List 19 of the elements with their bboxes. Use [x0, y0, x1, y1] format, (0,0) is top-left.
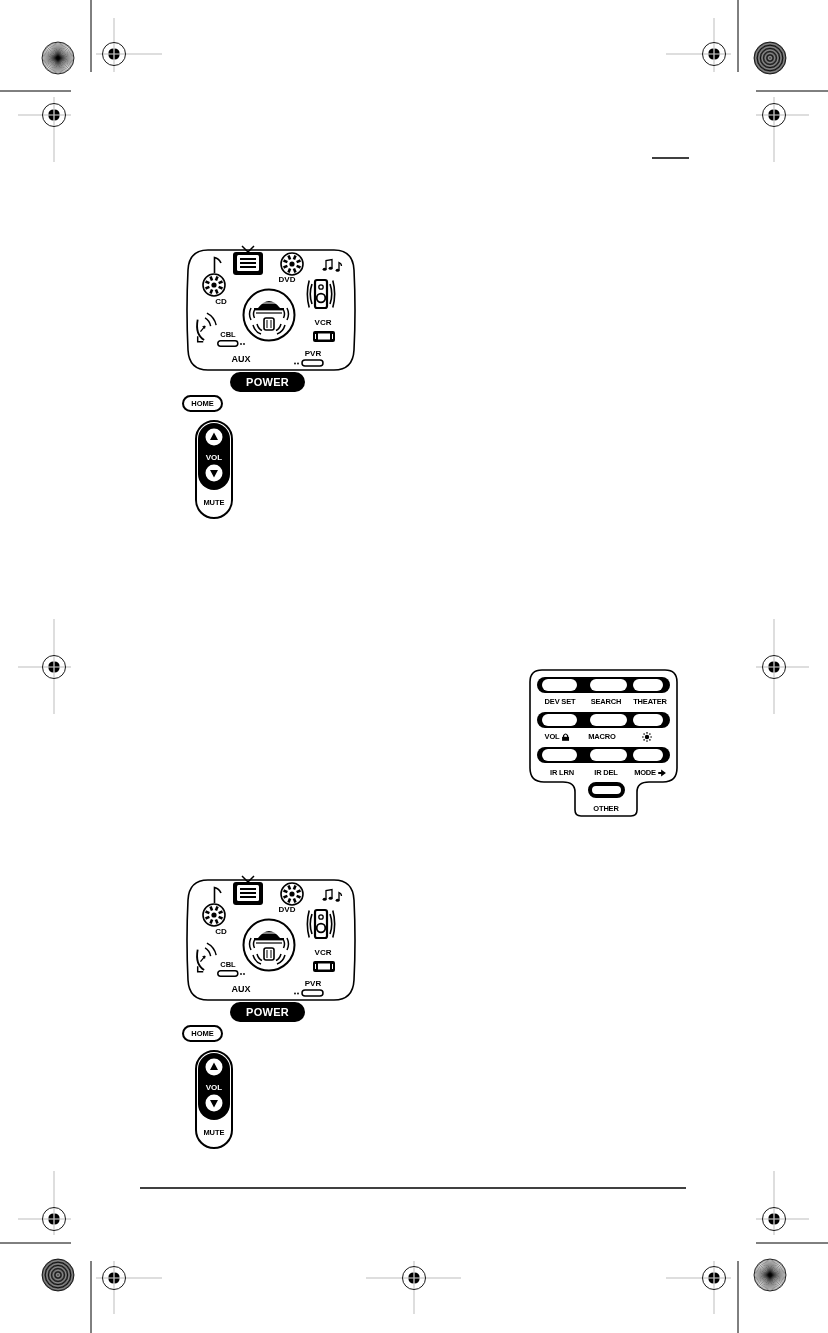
device-keypad-panel	[186, 874, 356, 1002]
device-label: DVD	[278, 906, 296, 914]
device-keypad-panel	[186, 244, 356, 372]
key-label: VOL	[205, 1084, 223, 1092]
device-label: AUX	[231, 354, 251, 364]
key-label: VOL	[205, 454, 223, 462]
device-label: AUX	[231, 984, 251, 994]
device-label: DVD	[278, 276, 296, 284]
device-label: VCR	[314, 949, 332, 957]
volume-mute-keypad	[195, 1050, 233, 1149]
device-label: PVR	[304, 350, 322, 358]
device-label: PVR	[304, 980, 322, 988]
power-button: POWER	[230, 372, 305, 392]
device-label: VCR	[314, 319, 332, 327]
function-keypad-panel	[528, 668, 679, 818]
volume-mute-keypad	[195, 420, 233, 519]
device-label: CD	[215, 298, 227, 306]
power-button: POWER	[230, 1002, 305, 1022]
device-label: CD	[215, 928, 227, 936]
